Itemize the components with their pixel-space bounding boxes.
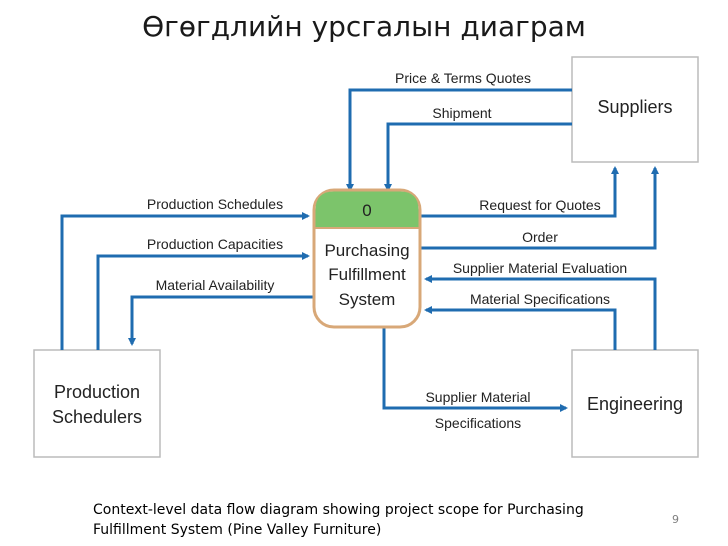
process-header (315, 191, 419, 228)
flow-line-price-terms-quotes (346, 88, 572, 192)
flow-label-supplier-material-specifications-line-1: Supplier Material (425, 389, 530, 405)
production-schedulers-label-line-1: Production (54, 382, 140, 402)
suppliers-label: Suppliers (597, 97, 672, 117)
flow-line-shipment (384, 122, 572, 192)
production-schedulers-entity-box (33, 349, 161, 458)
flow-line-supplier-material-specifications (382, 328, 568, 412)
flow-label-supplier-material-specifications-line-2: Specifications (435, 415, 521, 431)
flow-label-shipment: Shipment (432, 105, 491, 121)
flow-label-material-availability: Material Availability (156, 277, 275, 293)
flow-line-production-schedules (60, 212, 310, 350)
flow-line-supplier-material-evaluation (424, 275, 657, 350)
flow-label-material-specifications: Material Specifications (470, 291, 610, 307)
flow-line-material-specifications (424, 306, 617, 350)
process-name-line-2: Fulfillment (328, 265, 406, 284)
flow-label-request-for-quotes: Request for Quotes (479, 197, 600, 213)
figure-caption: Context-level data flow diagram showing … (93, 500, 633, 540)
page-number: 9 (672, 513, 679, 526)
engineering-entity-box (571, 349, 699, 458)
flow-label-production-schedules: Production Schedules (147, 196, 283, 212)
flow-line-material-availability (128, 295, 314, 346)
flow-label-order: Order (522, 229, 558, 245)
production-schedulers-label-line-2: Schedulers (52, 407, 142, 427)
engineering-label: Engineering (587, 394, 683, 414)
flow-label-price-terms-quotes: Price & Terms Quotes (395, 70, 531, 86)
suppliers-entity-box (571, 56, 699, 163)
process-name-line-3: System (339, 290, 396, 309)
process-name-line-1: Purchasing (324, 241, 409, 260)
caption-line-2: Fulfillment System (Pine Valley Furnitur… (93, 522, 382, 538)
process-node: 0 Purchasing Fulfillment System (312, 188, 422, 329)
slide-title: Өгөгдлийн урсгалын диаграм (142, 10, 586, 43)
flow-label-supplier-material-evaluation: Supplier Material Evaluation (453, 260, 627, 276)
flow-line-order (420, 166, 659, 250)
flow-line-request-for-quotes (420, 166, 619, 218)
flow-label-production-capacities: Production Capacities (147, 236, 283, 252)
caption-line-1: Context-level data flow diagram showing … (93, 502, 584, 518)
flow-line-production-capacities (96, 252, 310, 350)
process-id: 0 (362, 201, 371, 220)
